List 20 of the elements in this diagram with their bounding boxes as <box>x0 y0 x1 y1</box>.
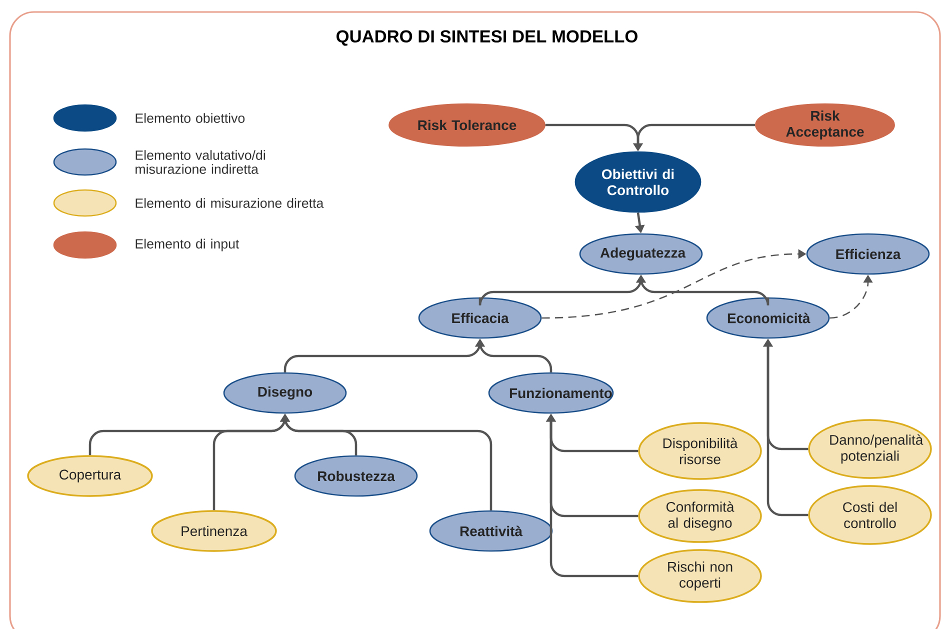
ellipse-node: Copertura <box>27 455 153 497</box>
ellipse-node: Economicità <box>706 297 830 339</box>
ellipse-node: Pertinenza <box>151 510 277 552</box>
ellipse-node: Robustezza <box>294 455 418 497</box>
ellipse-node: Danno/penalità potenziali <box>808 419 932 479</box>
ellipse-node: Costi del controllo <box>808 485 932 545</box>
ellipse-node: Disegno <box>223 372 347 414</box>
legend-text: Elemento obiettivo <box>136 113 245 123</box>
legend-text: Elemento valutativo/di misurazione indiretta <box>136 150 265 174</box>
legend-text: Elemento di input <box>136 238 240 252</box>
legend-text: Elemento di misurazione diretta <box>136 198 324 208</box>
ellipse-node: Efficacia <box>418 297 542 339</box>
ellipse-node: Reattività <box>429 510 553 552</box>
ellipse-node: Funzionamento <box>488 372 614 414</box>
title: QUADRO DI SINTESI DEL MODELLO <box>336 30 638 46</box>
ellipse-node: Rischi non coperti <box>638 549 762 603</box>
ellipse-node: Conformità al disegno <box>638 489 762 543</box>
ellipse-node: Adeguatezza <box>579 233 703 275</box>
ellipse-node: Efficienza <box>806 233 930 275</box>
ellipse-node: Disponibilità risorse <box>638 422 762 480</box>
